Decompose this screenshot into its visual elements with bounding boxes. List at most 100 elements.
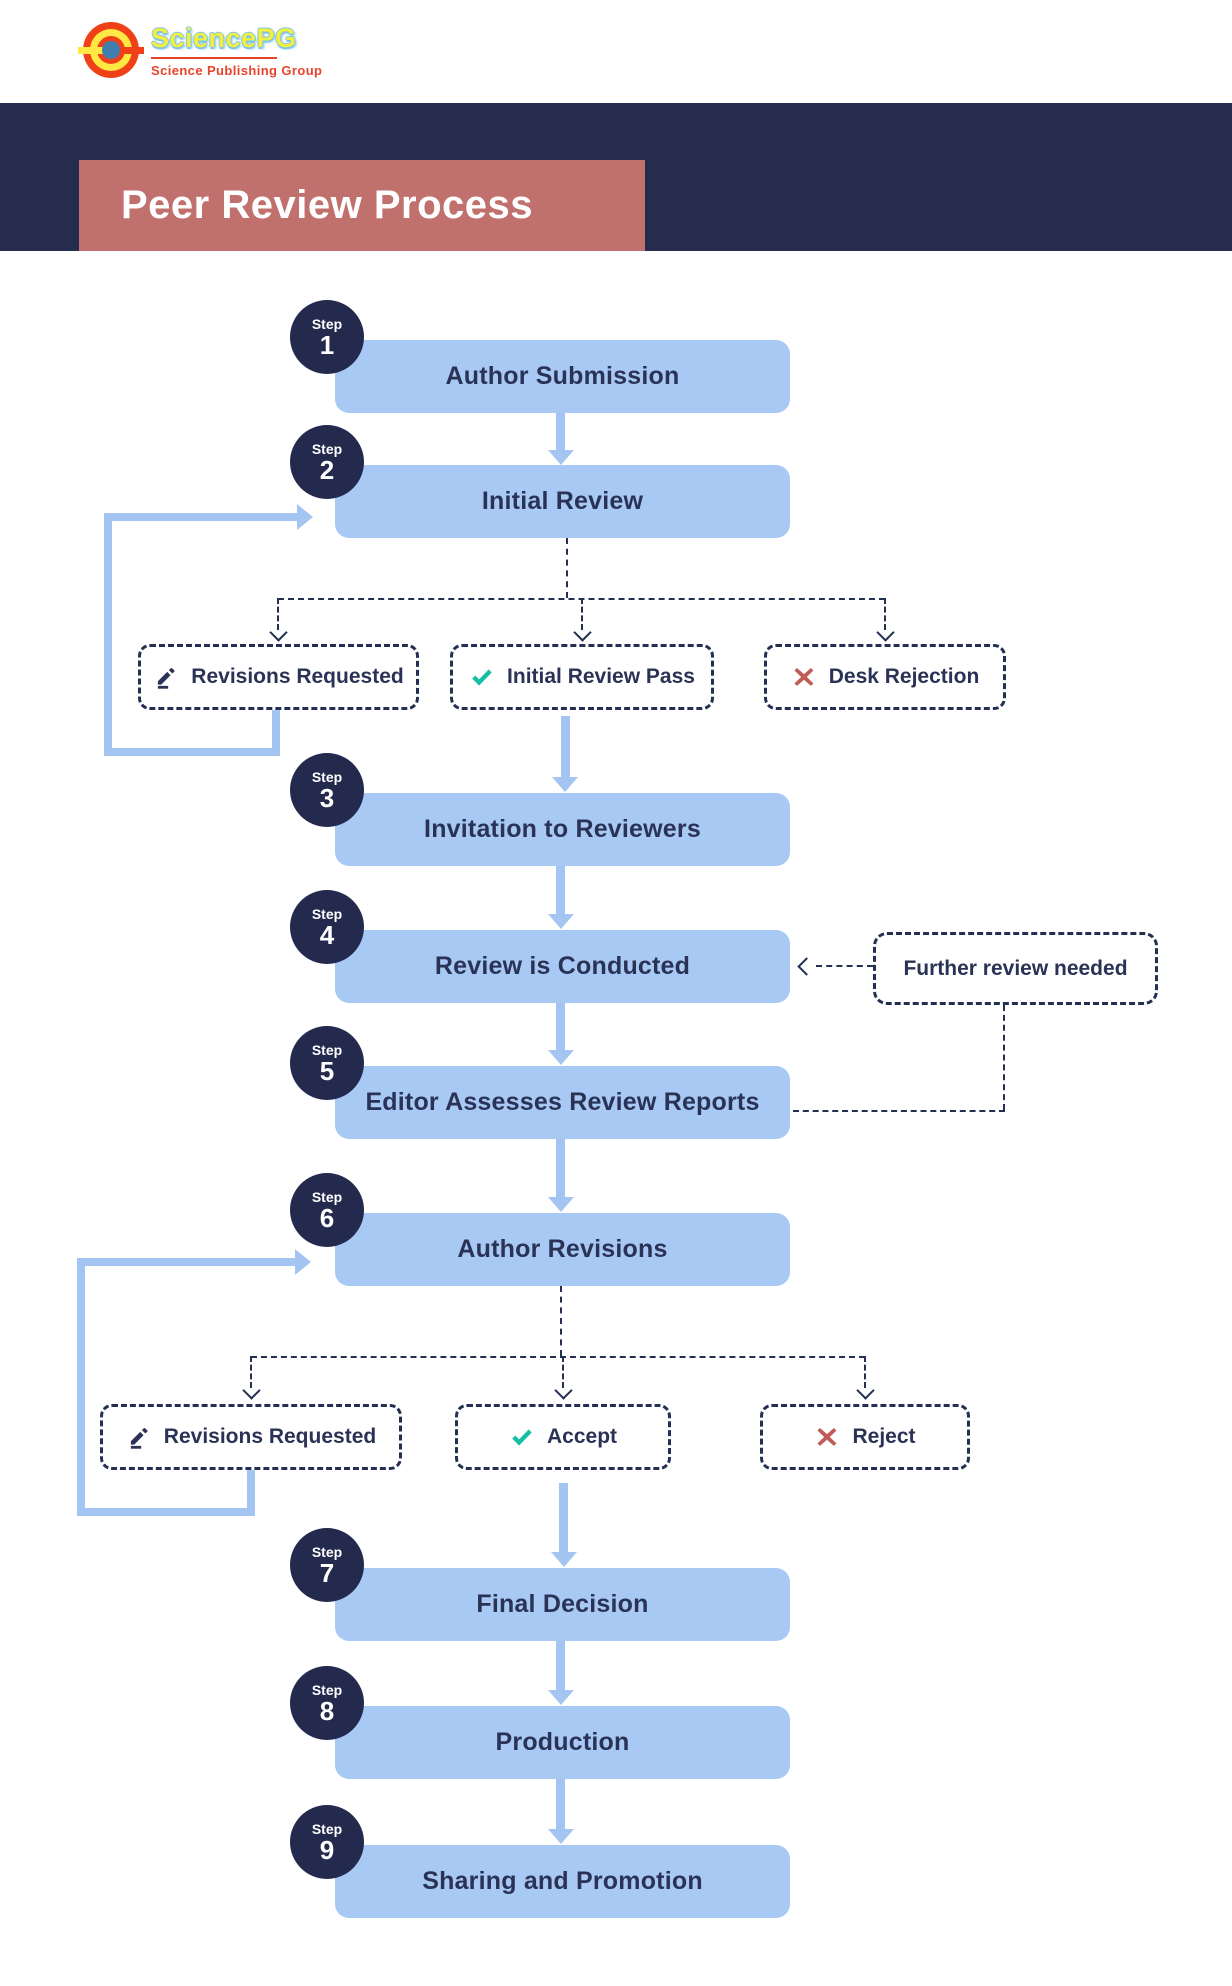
badge-number: 1 bbox=[319, 329, 335, 360]
loop-line bbox=[104, 513, 112, 756]
flow-box-label: Author Submission bbox=[445, 362, 680, 390]
dashed-arrowhead-down-icon bbox=[573, 623, 592, 642]
flow-box-label: Initial Review bbox=[481, 487, 644, 515]
note-further-review: Further review needed bbox=[873, 932, 1158, 1005]
loop-line bbox=[272, 710, 280, 756]
logo-wordmark: SciencePG bbox=[151, 22, 297, 53]
option-label: Desk Rejection bbox=[828, 665, 980, 688]
badge-word: Step bbox=[311, 1543, 343, 1560]
arrow-line bbox=[559, 1483, 568, 1554]
loop-line bbox=[77, 1258, 85, 1516]
badge-word: Step bbox=[311, 1681, 343, 1698]
loop-line bbox=[104, 748, 280, 756]
flow-box-label: Production bbox=[495, 1728, 630, 1756]
flow-box-label: Editor Assesses Review Reports bbox=[365, 1088, 760, 1116]
badge-word: Step bbox=[311, 905, 343, 922]
dashed-connector bbox=[562, 1356, 564, 1388]
option-label: Revisions Requested bbox=[191, 665, 404, 688]
badge-number: 2 bbox=[319, 454, 335, 485]
logo-core bbox=[102, 41, 120, 59]
arrow-line bbox=[556, 1779, 565, 1831]
dashed-arrowhead-down-icon bbox=[269, 623, 288, 642]
dashed-connector bbox=[864, 1356, 866, 1388]
arrow-right-icon bbox=[297, 504, 313, 530]
option-initial-review-pass: Initial Review Pass bbox=[450, 644, 714, 710]
dashed-connector bbox=[793, 1110, 1005, 1112]
flow-box-label: Invitation to Reviewers bbox=[424, 815, 701, 843]
badge-word: Step bbox=[311, 440, 343, 457]
arrow-line bbox=[556, 1641, 565, 1692]
flow-box-sharing-promotion: Sharing and Promotion bbox=[335, 1845, 790, 1918]
loop-line bbox=[104, 513, 298, 521]
logo-tagline: Science Publishing Group bbox=[151, 62, 323, 78]
loop-line bbox=[77, 1508, 255, 1516]
option-label: Reject bbox=[852, 1425, 916, 1448]
dashed-connector bbox=[250, 1356, 252, 1388]
flow-box-label: Review is Conducted bbox=[434, 952, 691, 980]
dashed-connector bbox=[560, 1286, 562, 1356]
check-icon bbox=[472, 669, 492, 686]
flow-box-initial-review: Initial Review bbox=[335, 465, 790, 538]
option-desk-rejection: Desk Rejection bbox=[764, 644, 1006, 710]
badge-number: 9 bbox=[319, 1834, 335, 1865]
page-title: Peer Review Process bbox=[121, 183, 533, 227]
arrow-down-icon bbox=[551, 1552, 577, 1567]
flow-box-invitation-reviewers: Invitation to Reviewers bbox=[335, 793, 790, 866]
logo-stripe bbox=[78, 47, 104, 54]
arrow-down-icon bbox=[548, 914, 574, 929]
x-icon bbox=[817, 1427, 837, 1446]
dashed-connector bbox=[816, 965, 873, 967]
arrow-line bbox=[556, 413, 565, 452]
pencil-icon bbox=[158, 668, 175, 689]
dashed-arrowhead-down-icon bbox=[876, 623, 895, 642]
logo-globe-icon bbox=[78, 22, 144, 78]
flow-box-author-submission: Author Submission bbox=[335, 340, 790, 413]
dashed-connector bbox=[884, 598, 886, 630]
option-label: Accept bbox=[546, 1425, 618, 1448]
badge-number: 3 bbox=[319, 782, 335, 813]
logo: SciencePG Science Publishing Group bbox=[78, 22, 322, 78]
dashed-connector bbox=[581, 598, 583, 630]
check-icon bbox=[512, 1429, 532, 1446]
badge-number: 8 bbox=[319, 1695, 335, 1726]
badge-word: Step bbox=[311, 1820, 343, 1837]
arrow-down-icon bbox=[548, 450, 574, 465]
dashed-arrowhead-left-icon bbox=[797, 957, 816, 976]
x-icon bbox=[794, 667, 814, 686]
arrow-line bbox=[556, 1139, 565, 1199]
option-revisions-requested: Revisions Requested bbox=[138, 644, 419, 710]
option-label: Initial Review Pass bbox=[507, 665, 695, 688]
flow-box-review-conducted: Review is Conducted bbox=[335, 930, 790, 1003]
option-accept: Accept bbox=[455, 1404, 671, 1470]
arrow-line bbox=[556, 866, 565, 916]
arrow-down-icon bbox=[552, 777, 578, 792]
loop-line bbox=[77, 1258, 296, 1266]
logo-text-block: SciencePG Science Publishing Group bbox=[151, 23, 322, 78]
arrow-down-icon bbox=[548, 1829, 574, 1844]
badge-number: 7 bbox=[319, 1557, 335, 1588]
badge-number: 5 bbox=[319, 1055, 335, 1086]
dashed-connector bbox=[251, 1356, 865, 1358]
arrow-down-icon bbox=[548, 1050, 574, 1065]
arrow-right-icon bbox=[295, 1249, 311, 1275]
flow-box-author-revisions: Author Revisions bbox=[335, 1213, 790, 1286]
arrow-line bbox=[556, 1003, 565, 1052]
arrow-down-icon bbox=[548, 1690, 574, 1705]
dashed-arrowhead-down-icon bbox=[242, 1381, 261, 1400]
flow-box-final-decision: Final Decision bbox=[335, 1568, 790, 1641]
header-white-band bbox=[0, 0, 1232, 103]
badge-word: Step bbox=[311, 315, 343, 332]
badge-word: Step bbox=[311, 1188, 343, 1205]
flow-box-production: Production bbox=[335, 1706, 790, 1779]
dashed-connector bbox=[566, 538, 568, 598]
logo-divider bbox=[151, 56, 277, 59]
